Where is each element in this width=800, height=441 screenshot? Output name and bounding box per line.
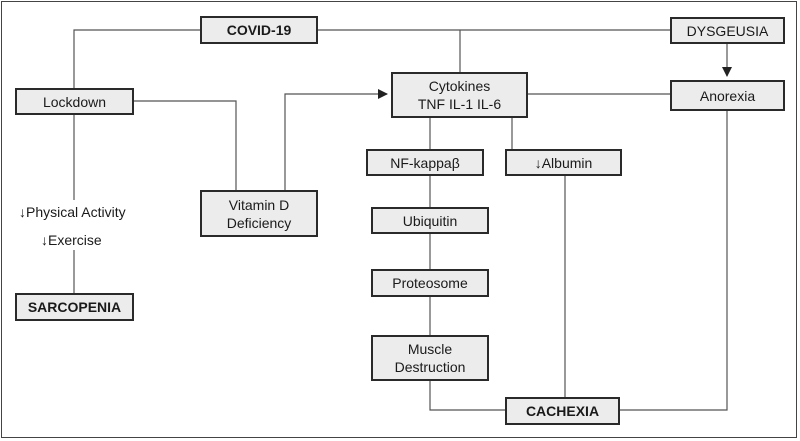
cytokines-node: Cytokines TNF IL-1 IL-6 xyxy=(391,72,528,118)
ubiquitin-node: Ubiquitin xyxy=(371,207,489,234)
muscle-destruction-node: Muscle Destruction xyxy=(371,335,489,381)
physical-activity-label: ↓Physical Activity xyxy=(19,204,126,220)
covid-19-node: COVID-19 xyxy=(200,16,318,44)
exercise-label: ↓Exercise xyxy=(41,232,102,248)
link-lockdown-vitamin xyxy=(134,100,237,190)
dysgeusia-node: DYSGEUSIA xyxy=(670,17,785,44)
proteosome-label: Proteosome xyxy=(392,275,468,291)
sarcopenia-node: SARCOPENIA xyxy=(15,293,134,321)
albumin-label: ↓Albumin xyxy=(534,154,593,171)
dysgeusia-label: DYSGEUSIA xyxy=(686,22,769,39)
muscle-destruction-label-line1: Muscle xyxy=(407,341,453,357)
sarcopenia-label: SARCOPENIA xyxy=(27,299,122,315)
lockdown-node: Lockdown xyxy=(15,88,134,115)
link-covid-lockdown xyxy=(73,29,200,88)
anorexia-node: Anorexia xyxy=(670,80,785,111)
anorexia-label: Anorexia xyxy=(699,87,756,104)
vitamin-d-node: Vitamin D Deficiency xyxy=(200,190,318,237)
lockdown-label: Lockdown xyxy=(42,93,107,110)
cachexia-label: CACHEXIA xyxy=(525,403,600,419)
vitamin-d-label-line2: Deficiency xyxy=(226,214,292,231)
vitamin-d-label-line1: Vitamin D xyxy=(228,196,290,213)
cytokines-label-line2: TNF IL-1 IL-6 xyxy=(417,96,502,112)
nf-kappa-node: NF-kappaβ xyxy=(366,149,484,176)
cytokines-label-line1: Cytokines xyxy=(428,78,491,94)
proteosome-node: Proteosome xyxy=(371,269,489,297)
link-muscle-cachexia xyxy=(429,380,505,411)
nf-kappa-label: NF-kappaβ xyxy=(390,154,460,171)
link-anorexia-cachexia xyxy=(620,111,728,411)
cachexia-node: CACHEXIA xyxy=(505,397,620,425)
link-vitamin-cytokines xyxy=(284,89,388,190)
muscle-destruction-label-line2: Destruction xyxy=(394,359,466,375)
covid-19-label: COVID-19 xyxy=(226,22,292,38)
albumin-node: ↓Albumin xyxy=(505,149,622,176)
ubiquitin-label: Ubiquitin xyxy=(402,212,458,229)
